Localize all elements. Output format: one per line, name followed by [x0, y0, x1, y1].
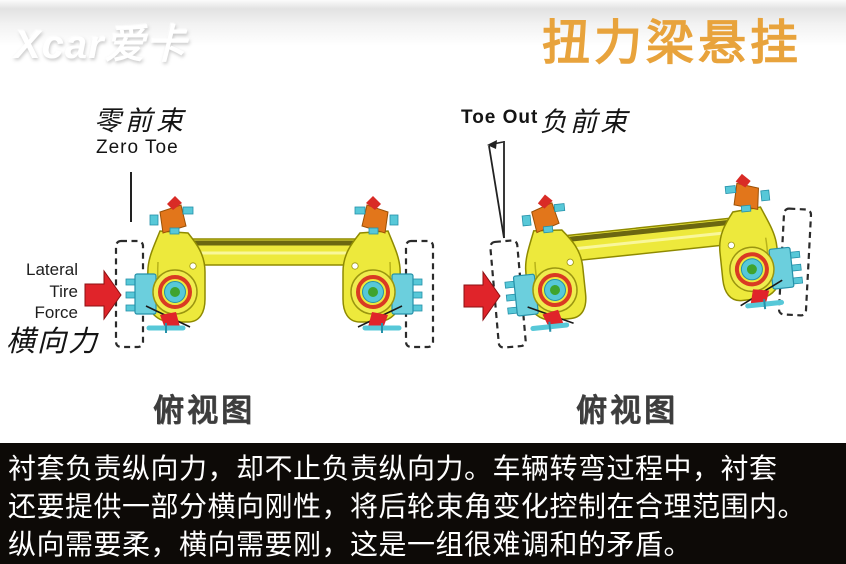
xcar-logo: Xcar爱卡 — [14, 23, 187, 67]
diagram-zero-toe — [84, 172, 435, 349]
suspension-axle — [126, 196, 422, 333]
diagram-toe-out — [463, 140, 813, 349]
force-line: Lateral — [26, 260, 78, 279]
label-lateral-tire-force: Lateral Tire Force — [14, 259, 78, 324]
footer-line: 衬套负责纵向力，却不止负责纵向力。车辆转弯过程中，衬套 — [8, 453, 778, 484]
toe-angle-indicator — [487, 140, 505, 239]
suspension-axle-rotated — [496, 169, 805, 336]
footer-line: 纵向需要柔，横向需要刚，这是一组很难调和的矛盾。 — [8, 529, 693, 560]
label-zero-toe-cn: 零前束 — [94, 106, 187, 136]
force-line: Force — [34, 303, 78, 322]
label-toe-out-cn: 负前束 — [540, 107, 630, 137]
page-title: 扭力梁悬挂 — [541, 17, 802, 70]
caption-top-view-left: 俯视图 — [153, 393, 255, 428]
label-zero-toe-en: Zero Toe — [96, 137, 179, 158]
label-toe-out-en: Toe Out — [461, 107, 539, 128]
footer-line: 还要提供一部分横向刚性，将后轮束角变化控制在合理范围内。 — [8, 491, 807, 522]
caption-top-view-right: 俯视图 — [576, 393, 678, 428]
lateral-force-arrow-icon — [463, 271, 501, 321]
label-lateral-force-cn: 横向力 — [6, 326, 100, 358]
force-line: Tire — [49, 281, 78, 301]
footer-text-bar: 衬套负责纵向力，却不止负责纵向力。车辆转弯过程中，衬套 还要提供一部分横向刚性，… — [0, 443, 846, 564]
